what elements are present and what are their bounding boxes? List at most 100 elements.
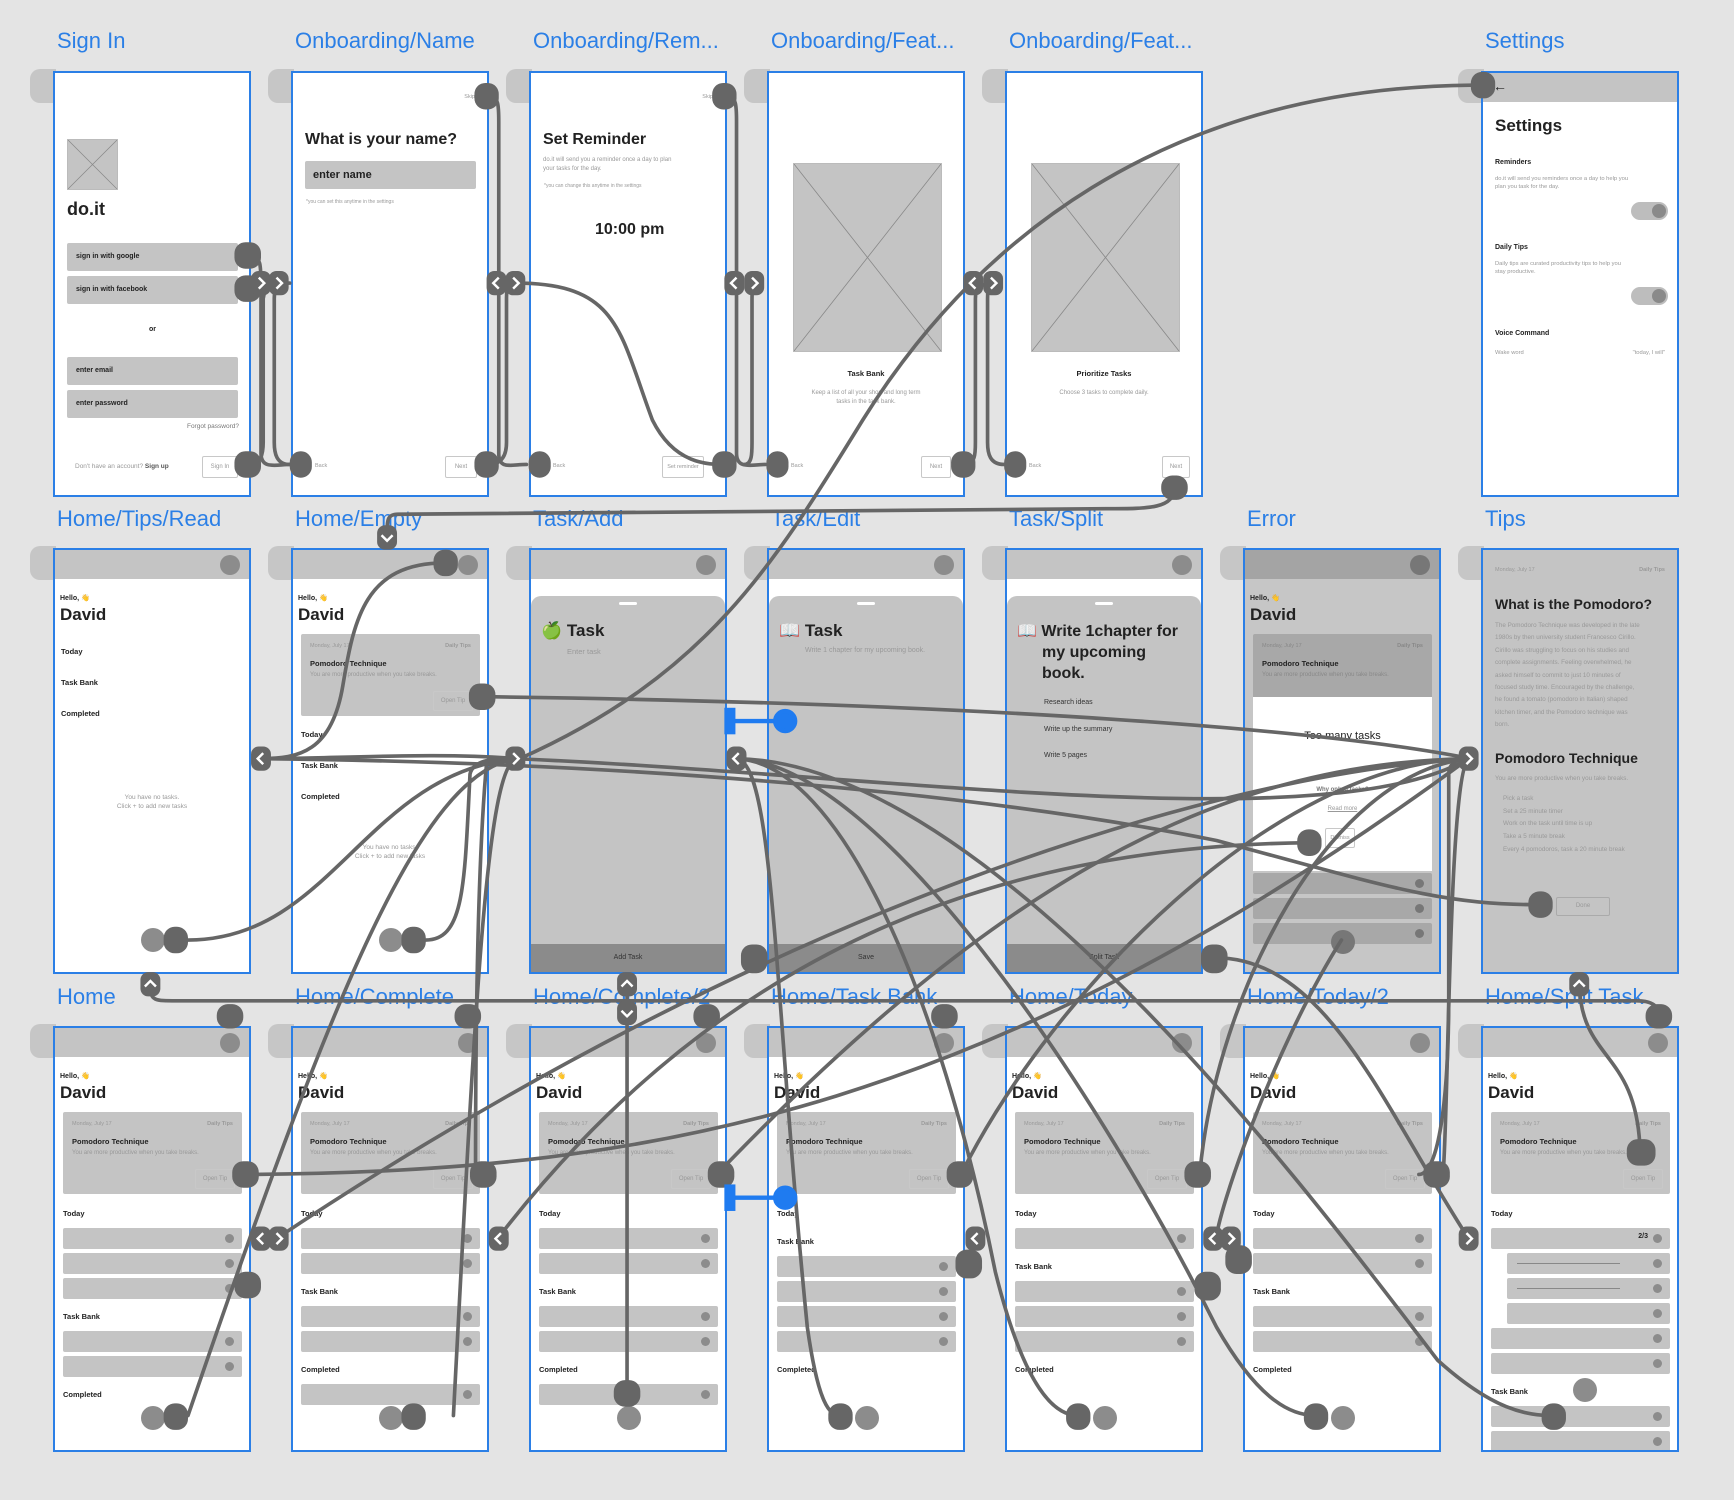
- task-checkbox[interactable]: [1177, 1312, 1186, 1321]
- task-checkbox[interactable]: [1415, 1259, 1424, 1268]
- task-row[interactable]: [301, 1384, 480, 1405]
- task-row[interactable]: [63, 1331, 242, 1352]
- task-checkbox[interactable]: [1177, 1287, 1186, 1296]
- task-checkbox[interactable]: [463, 1390, 472, 1399]
- task-row[interactable]: [1015, 1331, 1194, 1352]
- task-checkbox[interactable]: [1415, 1234, 1424, 1243]
- add-task-fab[interactable]: [379, 1406, 403, 1430]
- artboard-onboarding-feature-prioritize[interactable]: Prioritize Tasks Choose 3 tasks to compl…: [1005, 71, 1203, 497]
- add-task-fab[interactable]: [379, 928, 403, 952]
- add-task-fab[interactable]: [141, 928, 165, 952]
- task-row[interactable]: [301, 1228, 480, 1249]
- subtask-item[interactable]: Write up the summary: [1044, 726, 1113, 733]
- open-tip-button[interactable]: Open Tip: [671, 1169, 711, 1189]
- name-field[interactable]: enter name: [305, 161, 476, 189]
- artboard-task-add[interactable]: 🍏 Task Enter task Add Task: [529, 548, 727, 974]
- open-tip-button[interactable]: Open Tip: [1385, 1169, 1425, 1189]
- task-checkbox[interactable]: [225, 1259, 234, 1268]
- back-link[interactable]: Back: [1029, 463, 1042, 469]
- task-checkbox[interactable]: [225, 1337, 234, 1346]
- task-row[interactable]: [1491, 1431, 1670, 1450]
- subtask-item[interactable]: Research ideas: [1044, 699, 1093, 706]
- task-row[interactable]: [63, 1278, 242, 1299]
- open-tip-button[interactable]: Open Tip: [1623, 1169, 1663, 1189]
- sheet-drag-handle[interactable]: [619, 602, 637, 605]
- task-row[interactable]: [539, 1306, 718, 1327]
- next-button[interactable]: Next: [445, 456, 477, 478]
- task-checkbox[interactable]: [463, 1259, 472, 1268]
- task-row[interactable]: [1253, 1306, 1432, 1327]
- avatar[interactable]: [934, 1033, 954, 1053]
- next-button[interactable]: Next: [1162, 456, 1190, 478]
- artboard-task-edit[interactable]: 📖 Task Write 1 chapter for my upcoming b…: [767, 548, 965, 974]
- task-input[interactable]: Enter task: [567, 647, 601, 656]
- task-row[interactable]: [63, 1228, 242, 1249]
- task-checkbox[interactable]: [701, 1312, 710, 1321]
- next-button[interactable]: Next: [921, 456, 951, 478]
- open-tip-button[interactable]: Open Tip: [433, 1169, 473, 1189]
- add-task-fab[interactable]: [855, 1406, 879, 1430]
- task-row[interactable]: [301, 1306, 480, 1327]
- daily-tips-toggle[interactable]: [1631, 287, 1668, 305]
- task-row[interactable]: [1253, 1228, 1432, 1249]
- task-checkbox[interactable]: [701, 1337, 710, 1346]
- avatar[interactable]: [1172, 555, 1192, 575]
- avatar[interactable]: [1172, 1033, 1192, 1053]
- task-row[interactable]: [1253, 1331, 1432, 1352]
- add-task-fab[interactable]: [141, 1406, 165, 1430]
- avatar[interactable]: [696, 555, 716, 575]
- task-checkbox[interactable]: [939, 1287, 948, 1296]
- task-checkbox[interactable]: [1177, 1234, 1186, 1243]
- open-tip-button[interactable]: Open Tip: [433, 691, 473, 711]
- subtask-row[interactable]: [1507, 1303, 1670, 1324]
- back-link[interactable]: Back: [791, 463, 804, 469]
- task-row[interactable]: [1491, 1353, 1670, 1374]
- task-row[interactable]: [301, 1253, 480, 1274]
- forgot-password-link[interactable]: Forgot password?: [186, 423, 239, 430]
- back-arrow-icon[interactable]: ←: [1493, 78, 1507, 94]
- done-button[interactable]: Done: [1556, 897, 1610, 916]
- task-row[interactable]: [1491, 1328, 1670, 1349]
- split-task-button[interactable]: Split Task: [1007, 944, 1201, 972]
- task-checkbox[interactable]: [1177, 1337, 1186, 1346]
- task-row[interactable]: [1015, 1306, 1194, 1327]
- task-checkbox[interactable]: [463, 1312, 472, 1321]
- sheet-drag-handle[interactable]: [857, 602, 875, 605]
- task-row[interactable]: [1491, 1406, 1670, 1427]
- email-field[interactable]: enter email: [67, 357, 238, 385]
- task-row[interactable]: [63, 1356, 242, 1377]
- task-checkbox[interactable]: [1653, 1412, 1662, 1421]
- artboard-onboarding-feature-task-bank[interactable]: Task Bank Keep a list of all your short …: [767, 71, 965, 497]
- avatar[interactable]: [1648, 1033, 1668, 1053]
- dismiss-button[interactable]: Dismiss: [1325, 828, 1355, 848]
- task-input[interactable]: Write 1 chapter for my upcoming book.: [805, 647, 926, 654]
- artboard-settings[interactable]: ← Settings Reminders do.it will send you…: [1481, 71, 1679, 497]
- task-row[interactable]: [539, 1384, 718, 1405]
- task-checkbox[interactable]: [1653, 1309, 1662, 1318]
- task-checkbox[interactable]: [939, 1337, 948, 1346]
- task-checkbox[interactable]: [939, 1312, 948, 1321]
- task-checkbox[interactable]: [1653, 1284, 1662, 1293]
- avatar[interactable]: [220, 1033, 240, 1053]
- artboard-sign-in[interactable]: do.it sign in with google sign in with f…: [53, 71, 251, 497]
- avatar[interactable]: [1410, 1033, 1430, 1053]
- task-row[interactable]: [539, 1331, 718, 1352]
- avatar[interactable]: [220, 555, 240, 575]
- task-row[interactable]: [777, 1306, 956, 1327]
- task-row[interactable]: [1253, 1253, 1432, 1274]
- sign-up-link[interactable]: Sign up: [144, 463, 169, 470]
- add-task-fab[interactable]: [1331, 1406, 1355, 1430]
- task-checkbox[interactable]: [701, 1234, 710, 1243]
- reminders-toggle[interactable]: [1631, 202, 1668, 220]
- subtask-row[interactable]: [1507, 1278, 1670, 1299]
